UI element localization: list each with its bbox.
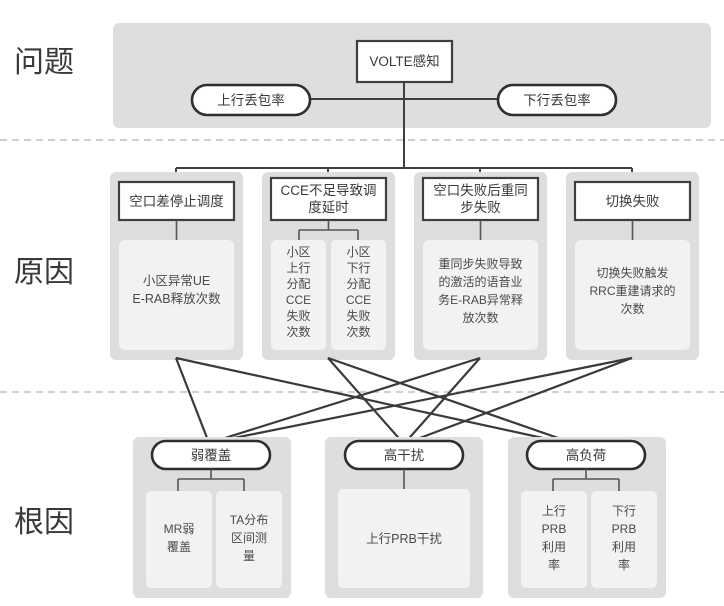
- root-group-high-interference: 高干扰 上行PRB干扰: [325, 437, 483, 598]
- leaf-cell-ul-cce-l0: 小区: [286, 245, 310, 259]
- cause-title-air-bad-sched-label: 空口差停止调度: [129, 193, 224, 209]
- root-group-high-load: 高负荷 上行 PRB 利用 率 下行 PRB 利用 率: [508, 437, 666, 598]
- leaf-resync-erab-l3: 放次数: [462, 310, 498, 325]
- root-leaf-ul-prb-util[interactable]: 上行 PRB 利用 率: [521, 491, 587, 588]
- node-dl-loss-rate[interactable]: 下行丢包率: [496, 83, 618, 117]
- tier-label-cause: 原因: [14, 256, 74, 289]
- cross-link-resync-fail-to-high-interference: [403, 357, 481, 445]
- cross-link-resync-fail-to-weak-coverage: [208, 356, 481, 445]
- cross-link-cce-insufficient-to-high-load: [327, 356, 585, 449]
- leaf-cell-ul-cce-l1: 上行: [286, 261, 310, 275]
- leaf-cell-ul-cce-l4: 失败: [286, 308, 310, 323]
- leaf-resync-erab[interactable]: 重同步失败导致 的激活的语音业 务E-RAB异常释 放次数: [423, 240, 538, 350]
- cause-title-handover-fail-label: 切换失败: [606, 194, 660, 209]
- leaf-rrc-reestab-l2: 次数: [620, 301, 644, 316]
- root-title-weak-coverage-label: 弱覆盖: [191, 448, 232, 463]
- leaf-cell-dl-cce-l3: CCE: [346, 293, 371, 307]
- root-leaf-ul-prb-util-l3: 率: [548, 557, 560, 572]
- root-leaf-mr-weak[interactable]: MR弱 覆盖: [146, 491, 212, 588]
- cross-link-layer: [174, 356, 633, 449]
- root-title-high-interference-label: 高干扰: [384, 447, 425, 463]
- leaf-abnormal-erab[interactable]: 小区异常UE E-RAB释放次数: [119, 240, 234, 350]
- cause-group-cce-insufficient: CCE不足导致调 度延时 小区 上行 分配 CCE 失败 次数 小区 下行 分配…: [262, 172, 395, 360]
- leaf-cell-ul-cce-l5: 次数: [286, 324, 310, 339]
- cross-link-air-bad-sched-to-high-load: [175, 356, 585, 449]
- cross-link-cce-insufficient-to-high-interference: [327, 357, 405, 445]
- root-leaf-ta-dist-l1: 区间测: [231, 531, 267, 545]
- root-leaf-dl-prb-util-l0: 下行: [612, 504, 636, 518]
- cause-title-resync-fail-l0: 空口失败后重同: [433, 183, 528, 198]
- leaf-cell-dl-cce-l5: 次数: [346, 324, 370, 339]
- root-leaf-ul-prb-intf[interactable]: 上行PRB干扰: [338, 489, 470, 588]
- root-leaf-dl-prb-util-l3: 率: [618, 557, 630, 572]
- leaf-abnormal-erab-l1: E-RAB释放次数: [132, 291, 221, 306]
- root-leaf-ta-dist[interactable]: TA分布 区间测 量: [216, 491, 282, 588]
- leaf-resync-erab-l0: 重同步失败导致: [438, 256, 522, 271]
- root-title-high-load-label: 高负荷: [566, 447, 607, 463]
- root-group-weak-coverage: 弱覆盖 MR弱 覆盖 TA分布 区间测 量: [133, 437, 291, 598]
- root-leaf-ul-prb-util-l1: PRB: [542, 522, 567, 536]
- root-leaf-dl-prb-util-l2: 利用: [612, 540, 636, 554]
- leaf-rrc-reestab-l1: RRC重建请求的: [590, 283, 676, 298]
- node-volte-perception[interactable]: VOLTE感知: [355, 39, 454, 84]
- cause-bus: [175, 167, 633, 182]
- leaf-rrc-reestab[interactable]: 切换失败触发 RRC重建请求的 次数: [575, 240, 690, 350]
- cause-title-handover-fail[interactable]: 切换失败: [573, 180, 692, 222]
- cause-title-cce-insufficient-l0: CCE不足导致调: [280, 183, 376, 198]
- cause-link-cce-insufficient: [298, 220, 359, 240]
- node-dl-loss-rate-label: 下行丢包率: [523, 92, 591, 108]
- tier-label-root: 根因: [14, 506, 74, 539]
- root-title-weak-coverage[interactable]: 弱覆盖: [150, 439, 272, 471]
- node-ul-loss-rate-label: 上行丢包率: [217, 92, 285, 108]
- leaf-cell-ul-cce[interactable]: 小区 上行 分配 CCE 失败 次数: [271, 240, 326, 350]
- root-leaf-ul-prb-util-l0: 上行: [542, 504, 566, 518]
- root-link-high-load: [552, 469, 620, 491]
- leaf-cell-dl-cce-l2: 分配: [346, 277, 370, 291]
- root-leaf-dl-prb-util-l1: PRB: [612, 522, 637, 536]
- cause-title-resync-fail[interactable]: 空口失败后重同 步失败: [421, 176, 540, 222]
- tier-label-problem: 问题: [14, 46, 74, 79]
- root-title-high-interference[interactable]: 高干扰: [343, 439, 465, 471]
- cause-group-handover-fail: 切换失败 切换失败触发 RRC重建请求的 次数: [566, 172, 699, 360]
- leaf-resync-erab-l2: 务E-RAB异常释: [438, 292, 523, 307]
- leaf-cell-dl-cce[interactable]: 小区 下行 分配 CCE 失败 次数: [331, 240, 386, 350]
- cause-title-cce-insufficient-l1: 度延时: [308, 200, 349, 215]
- leaf-rrc-reestab-l0: 切换失败触发: [596, 265, 668, 280]
- leaf-cell-ul-cce-l3: CCE: [286, 293, 311, 307]
- node-ul-loss-rate[interactable]: 上行丢包率: [190, 83, 312, 117]
- cross-link-air-bad-sched-to-weak-coverage: [174, 357, 211, 444]
- cause-title-resync-fail-l1: 步失败: [460, 200, 501, 215]
- cause-title-air-bad-sched[interactable]: 空口差停止调度: [117, 180, 236, 222]
- root-link-weak-coverage: [177, 469, 245, 491]
- cross-link-handover-fail-to-high-interference: [403, 356, 633, 446]
- root-leaf-ul-prb-intf-l0: 上行PRB干扰: [366, 532, 442, 546]
- root-leaf-ta-dist-l2: 量: [243, 549, 255, 563]
- root-title-high-load[interactable]: 高负荷: [525, 439, 647, 471]
- leaf-abnormal-erab-l0: 小区异常UE: [143, 274, 210, 288]
- root-leaf-ul-prb-util-l2: 利用: [542, 540, 566, 554]
- root-leaf-ta-dist-l0: TA分布: [230, 513, 268, 527]
- cross-link-handover-fail-to-weak-coverage: [208, 356, 633, 445]
- leaf-cell-dl-cce-l0: 小区: [346, 245, 370, 259]
- cause-group-resync-fail: 空口失败后重同 步失败 重同步失败导致 的激活的语音业 务E-RAB异常释 放次…: [414, 172, 547, 360]
- root-leaf-dl-prb-util[interactable]: 下行 PRB 利用 率: [591, 491, 657, 588]
- leaf-cell-dl-cce-l1: 下行: [346, 261, 370, 275]
- cause-group-air-bad-sched: 空口差停止调度 小区异常UE E-RAB释放次数: [110, 172, 243, 360]
- leaf-cell-dl-cce-l4: 失败: [346, 308, 370, 323]
- node-volte-perception-label: VOLTE感知: [369, 53, 439, 69]
- cause-title-cce-insufficient[interactable]: CCE不足导致调 度延时: [269, 176, 388, 222]
- leaf-cell-ul-cce-l2: 分配: [286, 277, 310, 291]
- root-leaf-mr-weak-l0: MR弱: [164, 522, 195, 536]
- root-leaf-mr-weak-l1: 覆盖: [167, 540, 191, 554]
- leaf-resync-erab-l1: 的激活的语音业: [438, 274, 522, 289]
